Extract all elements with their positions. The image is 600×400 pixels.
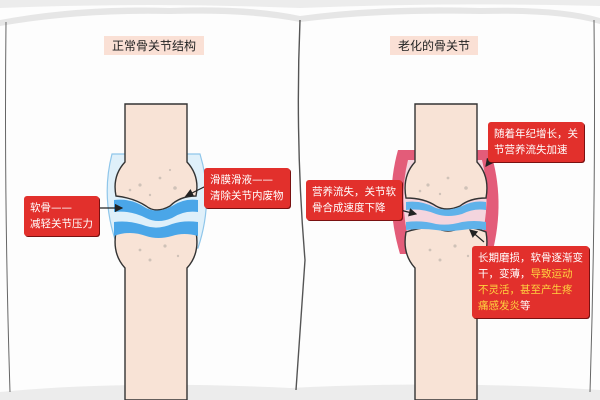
wear-callout-line3: 不灵活，甚至产生疼 <box>478 284 573 296</box>
right-edge-line <box>589 19 595 393</box>
wear-callout-line4: 痛感发炎等 <box>478 298 583 314</box>
synovial-pointer <box>184 185 207 197</box>
aged-bone-texture-dots <box>418 176 470 262</box>
synovial-callout: 滑膜滑液—— 清除关节内废物 <box>204 168 290 208</box>
lower-bone <box>114 226 198 400</box>
nutrition-callout: 营养流失，关节软 骨合成速度下降 <box>306 180 402 220</box>
wear-callout-line1: 长期磨损，软骨逐渐变 <box>478 252 583 264</box>
normal-joint <box>100 103 208 400</box>
upper-cartilage <box>114 199 198 221</box>
lower-cartilage <box>114 221 198 238</box>
wear-callout-line2-highlight: 导致运动 <box>530 268 573 280</box>
aged-joint <box>383 103 499 400</box>
age-callout-line2: 节营养流失加速 <box>494 144 568 156</box>
wear-callout: 长期磨损，软骨逐渐变 干，变薄，导致运动 不灵活，甚至产生疼 痛感发炎等 <box>472 246 589 318</box>
wear-callout-line2-text: 干，变薄， <box>478 268 531 280</box>
wear-callout-line4-text: 等 <box>520 300 531 312</box>
wear-callout-line4-highlight: 痛感发炎 <box>478 300 520 312</box>
wear-pointer <box>469 229 485 243</box>
wear-callout-line2: 干，变薄，导致运动 <box>478 266 583 282</box>
synovial-callout-line2: 清除关节内废物 <box>210 190 284 202</box>
thin-upper-cartilage <box>406 201 486 216</box>
panel-divider <box>295 19 306 391</box>
aged-upper-bone <box>404 103 488 210</box>
normal-joint-title: 正常骨关节结构 <box>104 36 205 55</box>
cartilage-callout-line2: 减轻关节压力 <box>30 218 93 230</box>
age-callout: 随着年纪增长，关 节营养流失加速 <box>488 122 584 162</box>
left-top-border <box>0 7 300 26</box>
cartilage-callout: 软骨—— 减轻关节压力 <box>24 196 99 236</box>
synovial-callout-line1: 滑膜滑液—— <box>210 174 273 186</box>
top-shade <box>0 0 600 8</box>
thin-lower-cartilage <box>406 221 486 231</box>
bottom-shade <box>0 384 600 400</box>
aged-joint-title: 老化的骨关节 <box>390 36 479 55</box>
right-top-border <box>300 7 600 24</box>
age-callout-line1: 随着年纪增长，关 <box>494 128 578 140</box>
upper-bone <box>114 103 198 211</box>
nutrition-callout-line1: 营养流失，关节软 <box>312 186 396 198</box>
cartilage-callout-line1: 软骨—— <box>30 202 72 214</box>
bone-texture-dots <box>128 168 180 262</box>
left-edge-line <box>5 21 11 393</box>
nutrition-callout-line2: 骨合成速度下降 <box>312 202 386 214</box>
